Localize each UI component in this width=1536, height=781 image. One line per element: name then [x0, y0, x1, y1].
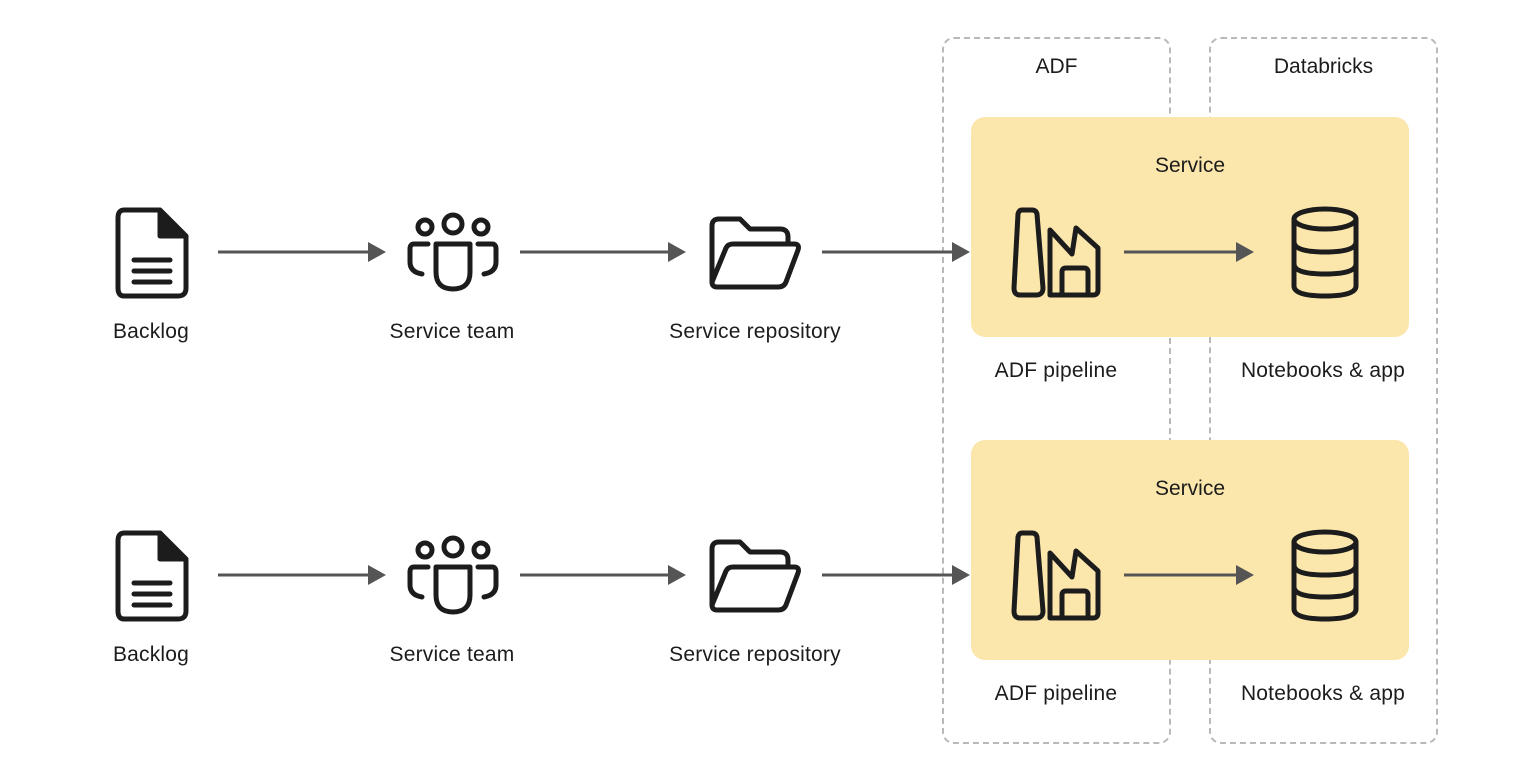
service-repository-label: Service repository — [669, 320, 841, 343]
adf-group — [942, 37, 1171, 744]
database-icon — [1290, 529, 1360, 623]
team-icon — [407, 535, 499, 615]
document-icon — [115, 530, 189, 622]
arrow-backlog-to-team — [218, 564, 388, 586]
document-icon — [115, 207, 189, 299]
folder-icon — [709, 539, 802, 613]
notebooks-app-label: Notebooks & app — [1240, 359, 1406, 382]
team-icon — [407, 212, 499, 292]
arrow-pipeline-to-database — [1124, 564, 1260, 586]
backlog-label: Backlog — [112, 320, 190, 343]
service-team-label: Service team — [389, 320, 515, 343]
service-repository-label: Service repository — [669, 643, 841, 666]
arrow-repo-to-pipeline — [822, 564, 974, 586]
arrow-backlog-to-team — [218, 241, 388, 263]
notebooks-app-label: Notebooks & app — [1240, 682, 1406, 705]
backlog-label: Backlog — [112, 643, 190, 666]
databricks-group — [1209, 37, 1438, 744]
factory-icon — [1011, 207, 1104, 298]
database-icon — [1290, 206, 1360, 300]
folder-icon — [709, 216, 802, 290]
arrow-pipeline-to-database — [1124, 241, 1260, 263]
arrow-team-to-repo — [520, 241, 690, 263]
service-team-label: Service team — [389, 643, 515, 666]
adf-pipeline-label: ADF pipeline — [994, 682, 1118, 705]
arrow-team-to-repo — [520, 564, 690, 586]
factory-icon — [1011, 530, 1104, 621]
service-title: Service — [1154, 477, 1226, 500]
databricks-group-title: Databricks — [1273, 55, 1374, 78]
adf-pipeline-label: ADF pipeline — [994, 359, 1118, 382]
service-title: Service — [1154, 154, 1226, 177]
arrow-repo-to-pipeline — [822, 241, 974, 263]
adf-group-title: ADF — [1035, 55, 1078, 78]
